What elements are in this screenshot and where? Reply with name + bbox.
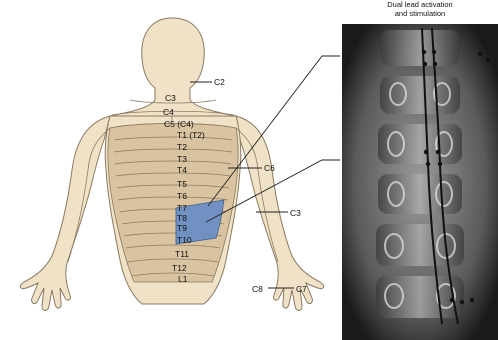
label-c6: C6 [264,164,275,173]
label-t4: T4 [177,166,187,175]
label-t3: T3 [177,155,187,164]
label-t1: T1 (T2) [177,131,205,140]
label-t6: T6 [177,192,187,201]
label-t10: T10 [177,236,192,245]
label-c3-neck: C3 [165,94,176,103]
label-c3-arm: C3 [290,209,301,218]
fluoroscopy-image [342,24,498,340]
label-t9: T9 [177,224,187,233]
label-c7: C7 [296,285,307,294]
label-c8: C8 [252,285,263,294]
label-t11: T11 [175,250,189,259]
xray-title: Dual lead activation and stimulation [345,0,495,18]
label-t7: T7 [177,204,187,213]
xray-title-line1: Dual lead activation [345,0,495,9]
xray-title-line2: and stimulation [345,9,495,18]
label-l1: L1 [178,275,187,284]
label-t12: T12 [172,264,187,273]
label-c5: C5 (C4) [164,120,194,129]
body-diagram [0,0,340,340]
label-c2: C2 [214,78,225,87]
label-c4: C4 [163,108,174,117]
label-t5: T5 [177,180,187,189]
label-t8: T8 [177,214,187,223]
label-t2: T2 [177,143,187,152]
